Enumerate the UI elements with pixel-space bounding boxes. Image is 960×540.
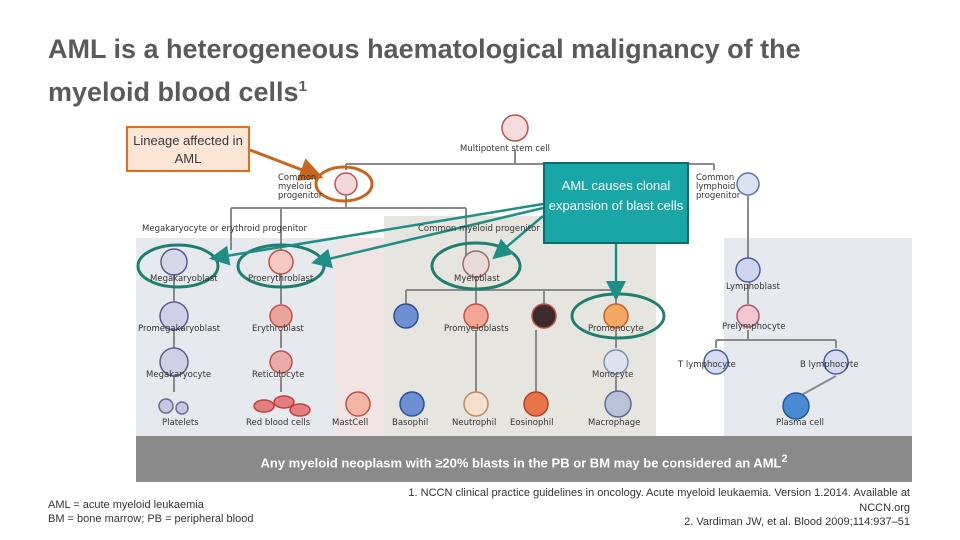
label-megakaryoblast: Megakaryoblast bbox=[150, 274, 218, 284]
b-lymphocyte-shape bbox=[823, 349, 849, 375]
clonal-expansion-arrows bbox=[209, 202, 626, 301]
proerythroblast-shape bbox=[268, 249, 294, 275]
haematopoiesis-diagram: Multipotent stem cell Common myeloid pro… bbox=[136, 108, 912, 436]
label-eosinophil: Eosinophil bbox=[510, 418, 554, 428]
megakaryocyte-shape bbox=[159, 347, 189, 377]
lineage-arrow bbox=[249, 148, 324, 181]
macrophage-shape bbox=[604, 390, 632, 418]
label-common-lymphoid-progenitor: Common lymphoid progenitor bbox=[696, 173, 741, 201]
abbreviation-line: BM = bone marrow; PB = peripheral blood bbox=[48, 513, 254, 525]
megakaryoblast-shape bbox=[160, 248, 188, 276]
blood-cells bbox=[158, 114, 849, 420]
label-myeloblast: Myeloblast bbox=[454, 274, 500, 284]
label-platelets: Platelets bbox=[162, 418, 199, 428]
red-blood-cell-shape-a bbox=[253, 399, 275, 413]
reference-line: 2. Vardiman JW, et al. Blood 2009;114:93… bbox=[684, 516, 910, 528]
slide-title: AML is a heterogeneous haematological ma… bbox=[48, 34, 801, 107]
diagram-graphics bbox=[136, 114, 912, 436]
promegakaryoblast-shape bbox=[159, 301, 189, 331]
label-prelymphocyte: Prelymphocyte bbox=[722, 322, 786, 332]
reference-line: 1. NCCN clinical practice guidelines in … bbox=[408, 487, 910, 499]
erythroblast-shape bbox=[269, 304, 293, 328]
label-t-lymphocyte: T lymphocyte bbox=[678, 360, 736, 370]
label-promonocyte: Promonocyte bbox=[588, 324, 644, 334]
red-blood-cell-shape-c bbox=[289, 403, 311, 417]
monocyte-shape bbox=[603, 349, 629, 375]
basophil-precursor-shape bbox=[393, 303, 419, 329]
common-myeloid-highlight bbox=[314, 165, 374, 203]
aml-definition-band: Any myeloid neoplasm with ≥20% blasts in… bbox=[136, 436, 912, 482]
plasma-cell-shape bbox=[782, 392, 810, 420]
label-basophil: Basophil bbox=[392, 418, 429, 428]
platelet-shape-b bbox=[175, 401, 189, 415]
label-plasma-cell: Plasma cell bbox=[776, 418, 824, 428]
promonocyte-shape bbox=[603, 303, 629, 329]
prelymphocyte-shape bbox=[736, 304, 760, 328]
clonal-expansion-callout: AML causes clonal expansion of blast cel… bbox=[543, 162, 689, 244]
label-promegakaryoblast: Promegakaryoblast bbox=[138, 324, 221, 334]
label-neutrophil: Neutrophil bbox=[452, 418, 497, 428]
label-multipotent-stem-cell: Multipotent stem cell bbox=[460, 144, 550, 154]
megakaryoblast-highlight bbox=[136, 243, 220, 289]
lineage-affected-callout: Lineage affected in AML bbox=[126, 126, 250, 172]
label-b-lymphocyte: B lymphocyte bbox=[800, 360, 859, 370]
label-lymphoblast: Lymphoblast bbox=[726, 282, 780, 292]
promyeloblasts-shape bbox=[463, 303, 489, 329]
red-blood-cell-shape-b bbox=[273, 395, 295, 409]
label-red-blood-cells: Red blood cells bbox=[246, 418, 311, 428]
mast-cell-shape bbox=[345, 391, 371, 417]
label-proerythroblast: Proerythroblast bbox=[248, 274, 314, 284]
label-macrophage: Macrophage bbox=[588, 418, 641, 428]
label-common-myeloid-progenitor: Common myeloid progenitor bbox=[278, 173, 323, 201]
myeloblast-highlight bbox=[430, 241, 522, 291]
reference-line: NCCN.org bbox=[859, 501, 910, 514]
lymphoblast-shape bbox=[735, 257, 761, 283]
common-lymphoid-progenitor-shape bbox=[736, 172, 760, 196]
label-mega-erythroid-progenitor: Megakaryocyte or erythroid progenitor bbox=[142, 224, 307, 234]
multipotent-stem-cell-shape bbox=[501, 114, 529, 142]
myeloblast-shape bbox=[462, 250, 490, 278]
label-erythroblast: Erythroblast bbox=[252, 324, 304, 334]
eosinophil-shape bbox=[523, 391, 549, 417]
t-lymphocyte-shape bbox=[703, 349, 729, 375]
eosinophil-precursor-shape bbox=[531, 303, 557, 329]
neutrophil-shape bbox=[463, 391, 489, 417]
reticulocyte-shape bbox=[269, 350, 293, 374]
label-mast-cell: MastCell bbox=[332, 418, 369, 428]
blast-highlights bbox=[136, 241, 666, 340]
label-common-myeloid-cont: Common myeloid progenitor bbox=[418, 224, 540, 234]
platelet-shape-a bbox=[158, 398, 174, 414]
label-promyeloblasts: Promyeloblasts bbox=[444, 324, 509, 334]
label-megakaryocyte: Megakaryocyte bbox=[146, 370, 212, 380]
common-myeloid-progenitor-shape bbox=[334, 172, 358, 196]
abbreviations: AML = acute myeloid leukaemia BM = bone … bbox=[48, 498, 253, 526]
references: 1. NCCN clinical practice guidelines in … bbox=[350, 486, 910, 530]
label-monocyte: Monocyte bbox=[592, 370, 634, 380]
abbreviation-line: AML = acute myeloid leukaemia bbox=[48, 499, 204, 511]
label-reticulocyte: Reticulocyte bbox=[252, 370, 305, 380]
basophil-shape bbox=[399, 391, 425, 417]
